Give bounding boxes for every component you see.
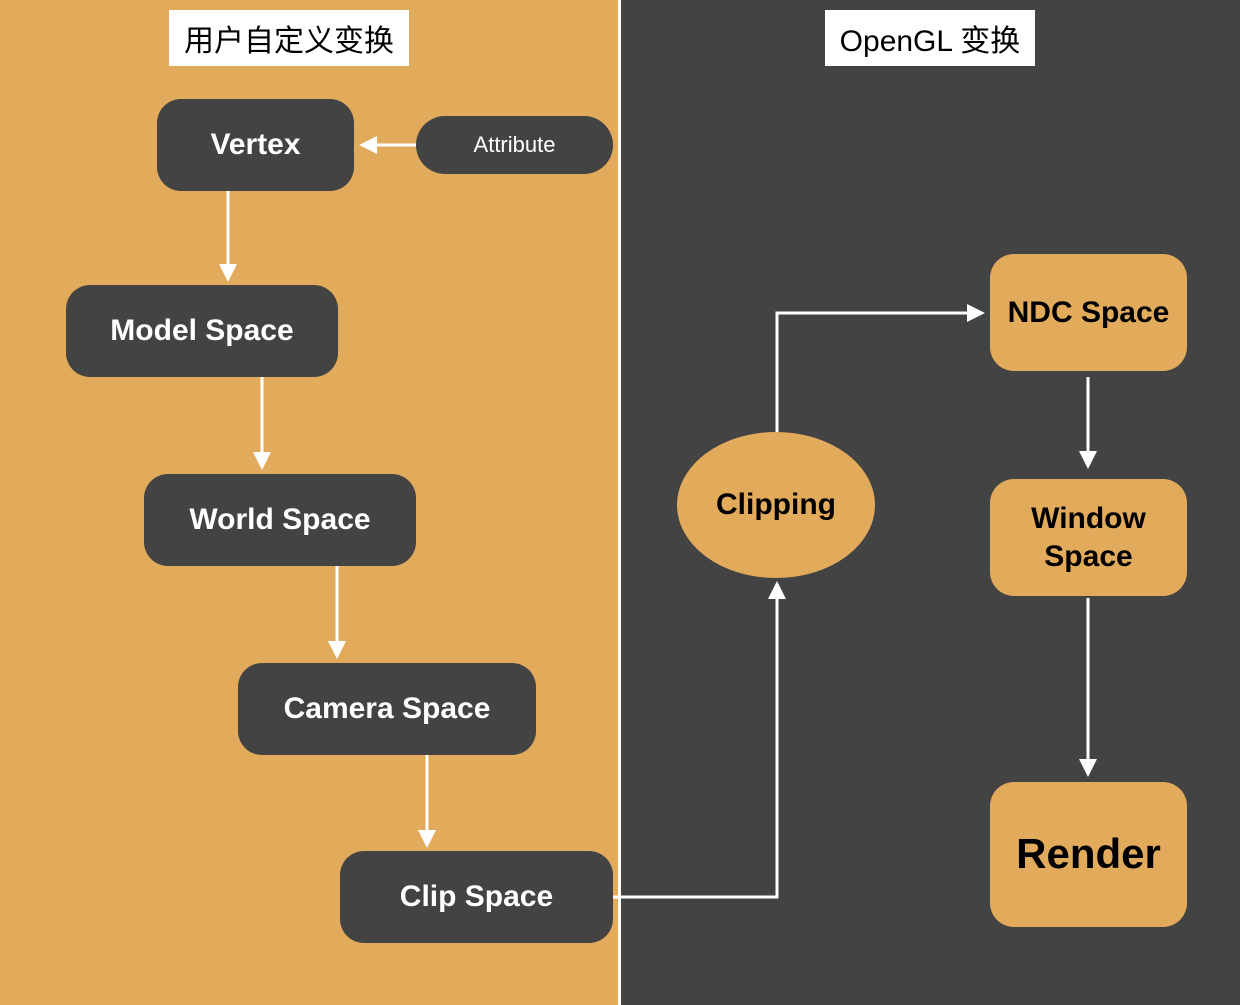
clip-space-node: Clip Space [340,851,613,943]
camera-space-node: Camera Space [238,663,536,755]
window-space-node: Window Space [990,479,1187,596]
ndc-space-label: NDC Space [1007,295,1170,329]
clipping-node: Clipping [677,432,875,578]
attribute-node: Attribute [416,116,613,174]
vertex-node: Vertex [157,99,354,191]
attribute-label: Attribute [473,132,556,158]
window-space-label-line2: Space [1044,539,1133,573]
model-space-label: Model Space [110,314,294,348]
clipping-label: Clipping [716,488,836,522]
vertex-label: Vertex [210,128,301,162]
model-space-node: Model Space [66,285,338,377]
left-panel-title: 用户自定义变换 [169,10,409,66]
world-space-node: World Space [144,474,416,566]
render-node: Render [990,782,1187,927]
window-space-label-line1: Window [1031,502,1146,535]
right-panel-title: OpenGL 变换 [825,10,1035,66]
ndc-space-node: NDC Space [990,254,1187,371]
world-space-label: World Space [189,503,371,537]
clip-space-label: Clip Space [399,880,554,914]
render-label: Render [1016,830,1161,878]
camera-space-label: Camera Space [283,692,491,726]
